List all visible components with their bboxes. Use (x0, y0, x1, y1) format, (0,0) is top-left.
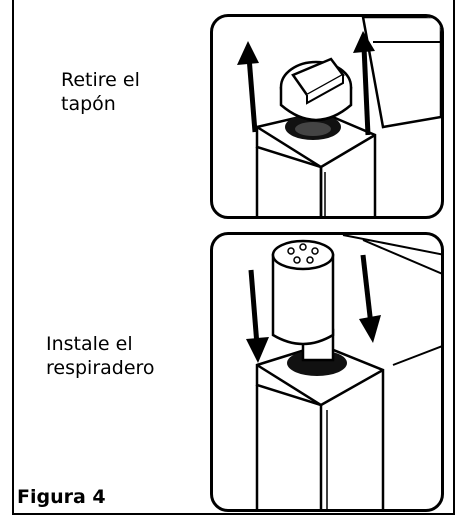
step2-line2: respiradero (46, 357, 155, 379)
step2-line1: Instale el (46, 333, 133, 355)
figure-caption: Figura 4 (17, 486, 106, 508)
step1-label: Retire el tapón (61, 68, 140, 116)
step1-line1: Retire el (61, 69, 140, 91)
figure-frame (12, 0, 455, 515)
remove-plug-illustration (210, 14, 444, 219)
install-breather-illustration (210, 232, 444, 512)
step2-label: Instale el respiradero (46, 332, 155, 380)
step1-line2: tapón (61, 93, 116, 115)
